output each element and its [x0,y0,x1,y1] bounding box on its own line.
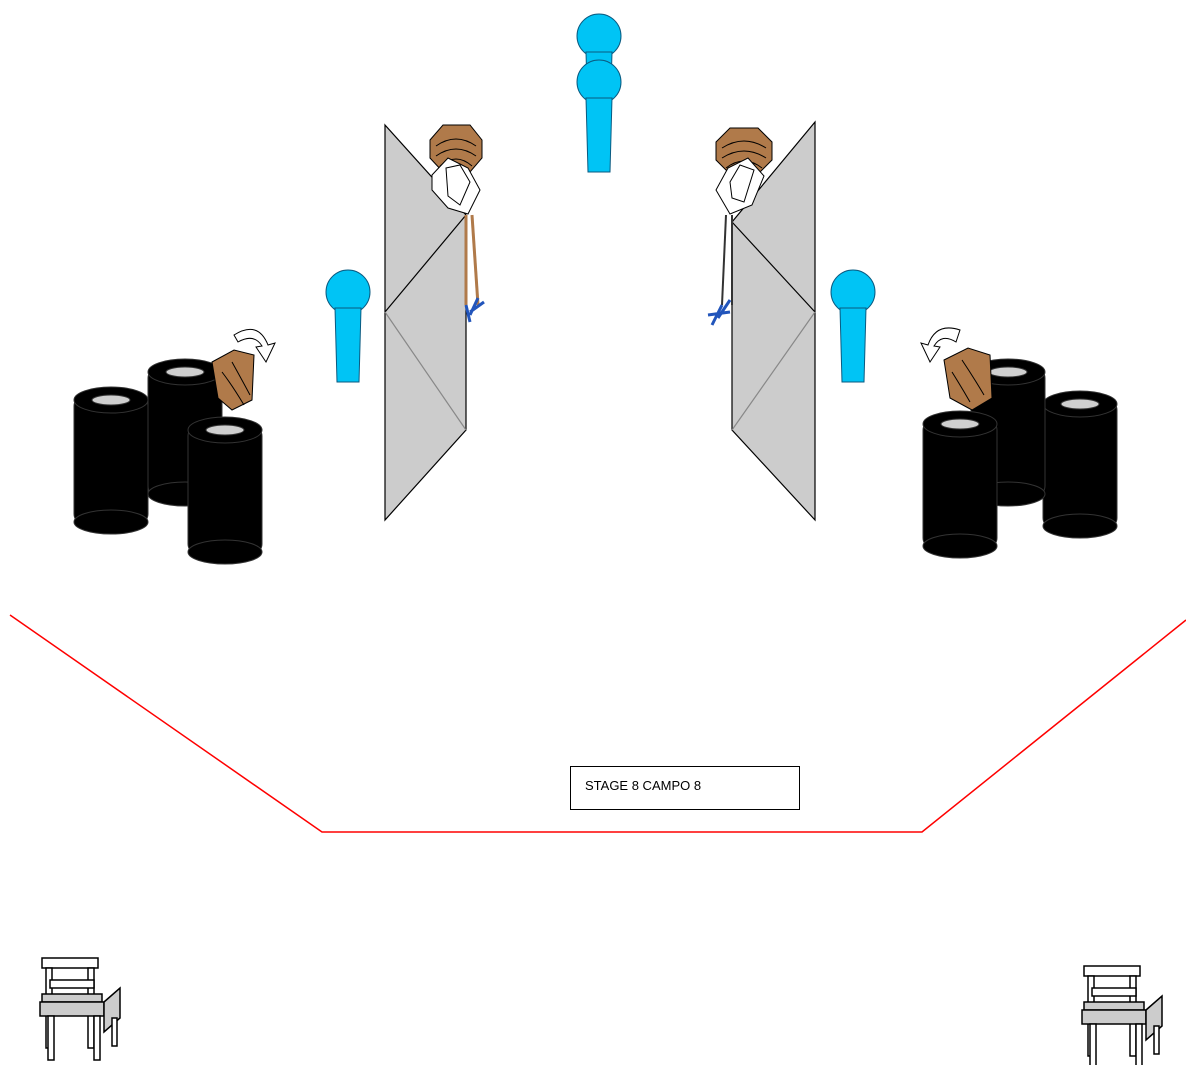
popper-right [920,327,993,411]
target-center-front [576,59,622,173]
target-left [325,269,371,383]
rotate-arrow-icon [233,328,276,364]
noshoot-swinger-left [429,124,485,323]
fault-line [9,614,1186,833]
stage-label: STAGE 8 CAMPO 8 [570,766,800,810]
target-right [830,269,876,383]
wall-right [731,120,816,522]
chair-right [1081,965,1163,1069]
noshoot-swinger-right [707,127,773,326]
rotate-arrow-icon [920,327,961,364]
chair-left [39,957,121,1061]
wall-left [384,123,467,522]
popper-left [211,328,276,411]
